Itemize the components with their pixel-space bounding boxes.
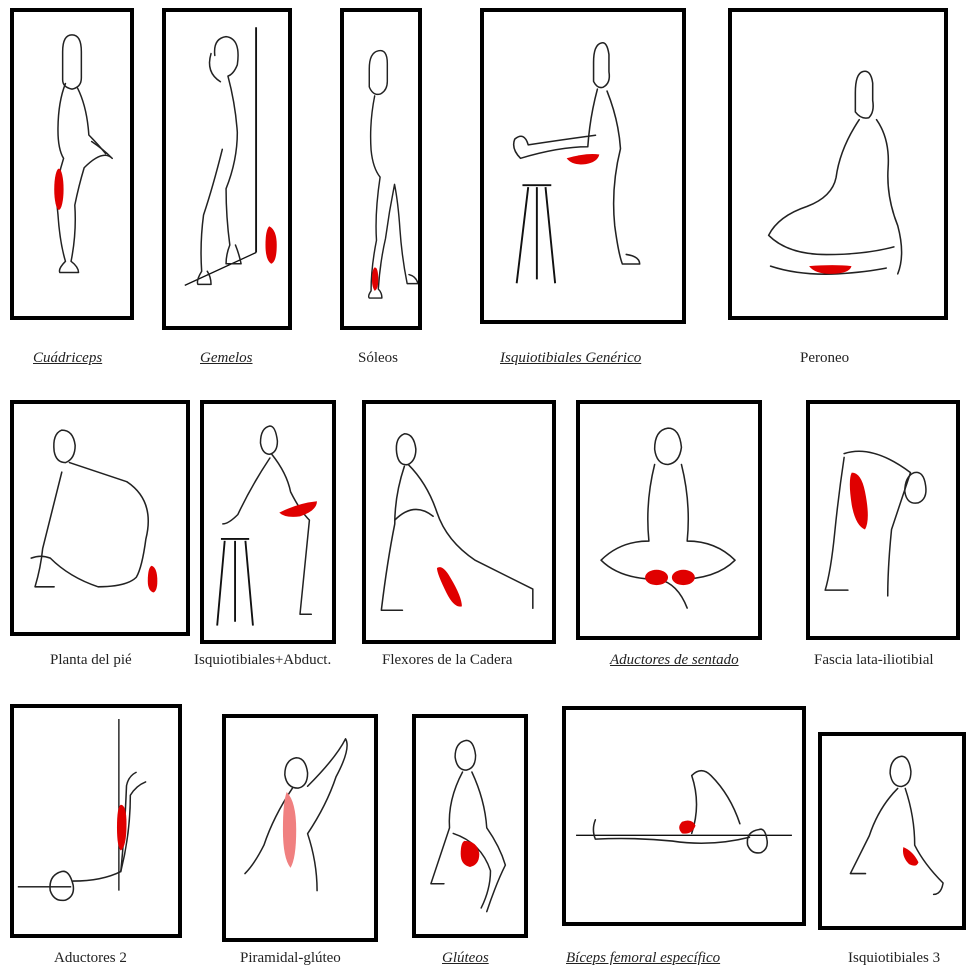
kneeling-peroneus-stretch-icon: [732, 12, 944, 316]
standing-soleus-stretch-icon: [344, 12, 418, 326]
lying-wall-adductor-stretch-icon: [14, 708, 178, 934]
exercise-card-isquiotibiales-abduct: [200, 400, 336, 644]
caption-isquiotibiales-3: Isquiotibiales 3: [848, 950, 940, 967]
stool-hamstring-stretch-icon: [484, 12, 682, 320]
exercise-card-cuadriceps: [10, 8, 134, 320]
bending-it-band-stretch-icon: [810, 404, 956, 636]
exercise-card-fascia-lata: [806, 400, 960, 640]
caption-gluteos: Glúteos: [442, 950, 489, 967]
exercise-card-aductores-2: [10, 704, 182, 938]
kneeling-foot-stretch-icon: [14, 404, 186, 632]
exercise-card-peroneo: [728, 8, 948, 320]
caption-flexores-cadera: Flexores de la Cadera: [382, 652, 512, 669]
exercise-card-gemelos: [162, 8, 292, 330]
lying-biceps-femoris-stretch-icon: [566, 710, 802, 922]
seated-adductor-stretch-icon: [580, 404, 758, 636]
seated-glute-stretch-icon: [416, 718, 524, 934]
exercise-card-isquiotibiales-generico: [480, 8, 686, 324]
caption-isquiotibiales-abduct: Isquiotibiales+Abduct.: [194, 652, 331, 669]
exercise-card-isquiotibiales-3: [818, 732, 966, 930]
caption-gemelos: Gemelos: [200, 350, 253, 367]
caption-cuadriceps: Cuádriceps: [33, 350, 102, 367]
caption-piramidal-gluteo: Piramidal-glúteo: [240, 950, 341, 967]
exercise-card-biceps-femoral: [562, 706, 806, 926]
caption-fascia-lata: Fascia lata-iliotibial: [814, 652, 934, 669]
exercise-card-aductores-sentado: [576, 400, 762, 640]
lying-piriformis-stretch-icon: [226, 718, 374, 938]
wall-calf-stretch-icon: [166, 12, 288, 326]
caption-biceps-femoral: Bíceps femoral específico: [566, 950, 720, 967]
caption-aductores-sentado: Aductores de sentado: [610, 652, 739, 669]
exercise-card-planta-del-pie: [10, 400, 190, 636]
exercise-card-soleos: [340, 8, 422, 330]
squat-hamstring-stretch-icon: [822, 736, 962, 926]
caption-peroneo: Peroneo: [800, 350, 849, 367]
caption-aductores-2: Aductores 2: [54, 950, 127, 967]
caption-isquiotibiales-generico: Isquiotibiales Genérico: [500, 350, 641, 367]
exercise-card-flexores-cadera: [362, 400, 556, 644]
caption-soleos: Sóleos: [358, 350, 398, 367]
caption-planta-del-pie: Planta del pié: [50, 652, 132, 669]
exercise-card-piramidal-gluteo: [222, 714, 378, 942]
lunge-hip-flexor-stretch-icon: [366, 404, 552, 640]
standing-quad-stretch-icon: [14, 12, 130, 316]
exercise-card-gluteos: [412, 714, 528, 938]
stool-hamstring-abduct-stretch-icon: [204, 404, 332, 640]
